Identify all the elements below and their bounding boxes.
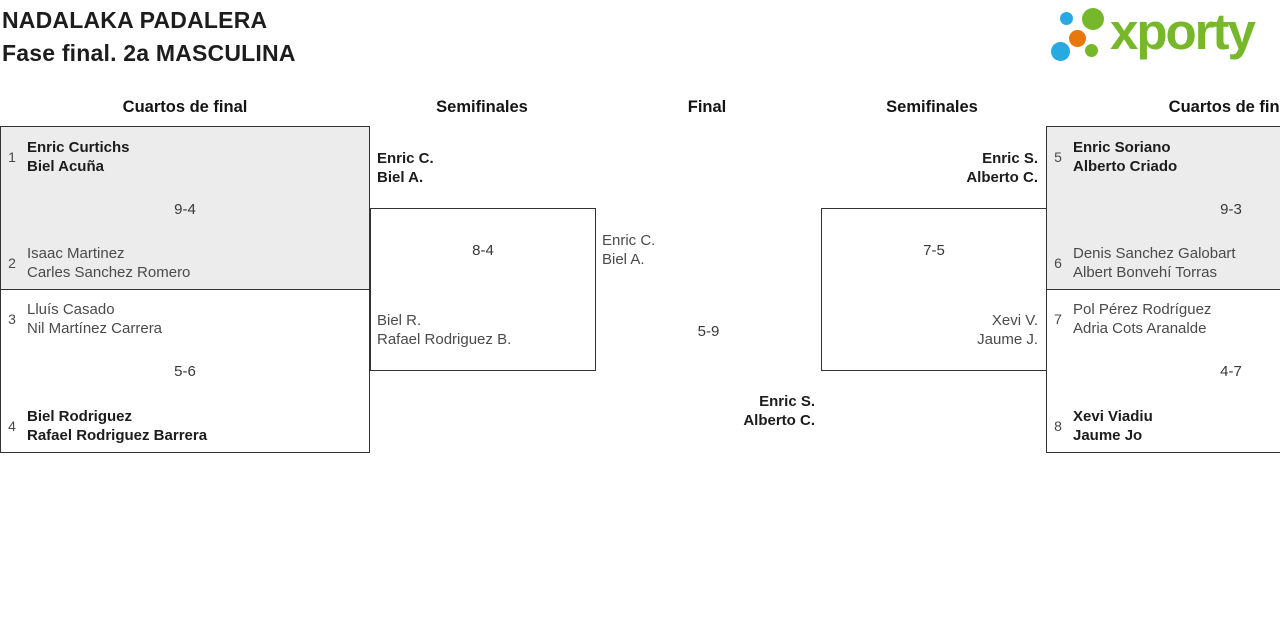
team-qf-left-top-seed1: 1 Enric Curtichs Biel Acuña bbox=[6, 138, 130, 176]
player-name: Alberto C. bbox=[743, 412, 815, 429]
team-qf-left-top-seed2: 2 Isaac Martinez Carles Sanchez Romero bbox=[6, 244, 190, 282]
player-name: Jaume J. bbox=[977, 331, 1038, 348]
score-sf-right: 7-5 bbox=[923, 242, 945, 259]
team-sf-right-top: Enric S. Alberto C. bbox=[966, 149, 1038, 187]
player-name: Adria Cots Aranalde bbox=[1073, 320, 1207, 337]
player-name: Alberto Criado bbox=[1073, 158, 1178, 175]
round-header-final: Final bbox=[687, 98, 727, 116]
player-name: Rafael Rodriguez B. bbox=[377, 331, 512, 348]
player-name: Rafael Rodriguez Barrera bbox=[27, 427, 208, 444]
team-qf-right-bottom-seed7: 7 Pol Pérez Rodríguez Adria Cots Aranald… bbox=[1052, 300, 1211, 338]
logo-dot-blue-big-icon bbox=[1051, 42, 1070, 61]
player-name: Enric S. bbox=[759, 393, 815, 410]
seed-number: 8 bbox=[1054, 418, 1062, 434]
team-final-right-champion: Enric S. Alberto C. bbox=[743, 392, 815, 430]
match-box-qf-left-top[interactable] bbox=[0, 126, 370, 290]
seed-number: 5 bbox=[1054, 149, 1062, 165]
seed-number: 3 bbox=[8, 311, 16, 327]
logo-dot-green-big-icon bbox=[1082, 8, 1104, 30]
player-name: Lluís Casado bbox=[27, 301, 115, 318]
team-sf-right-bottom: Xevi V. Jaume J. bbox=[977, 311, 1038, 349]
team-qf-left-bottom-seed4: 4 Biel Rodriguez Rafael Rodriguez Barrer… bbox=[6, 407, 207, 445]
round-header-quarterfinals-left: Cuartos de final bbox=[122, 98, 248, 116]
match-box-qf-right-bottom[interactable] bbox=[1046, 290, 1280, 453]
player-name: Pol Pérez Rodríguez bbox=[1073, 301, 1212, 318]
player-name: Albert Bonvehí Torras bbox=[1073, 264, 1217, 281]
team-qf-right-bottom-seed8: 8 Xevi Viadiu Jaume Jo bbox=[1052, 407, 1153, 445]
team-sf-left-bottom: Biel R. Rafael Rodriguez B. bbox=[377, 311, 511, 349]
title-block: NADALAKA PADALERA Fase final. 2a MASCULI… bbox=[2, 4, 296, 70]
round-header-semifinals-left: Semifinales bbox=[436, 98, 528, 116]
round-header-semifinals-right: Semifinales bbox=[886, 98, 978, 116]
player-name: Enric S. bbox=[982, 150, 1038, 167]
tournament-subtitle: Fase final. 2a MASCULINA bbox=[2, 40, 296, 66]
score-qf-right-top: 9-3 bbox=[1220, 201, 1242, 218]
match-box-qf-left-bottom[interactable] bbox=[0, 290, 370, 453]
player-name: Enric C. bbox=[377, 150, 434, 167]
player-name: Biel Acuña bbox=[27, 158, 104, 175]
seed-number: 1 bbox=[8, 149, 16, 165]
seed-number: 4 bbox=[8, 418, 16, 434]
score-final: 5-9 bbox=[697, 323, 720, 340]
match-box-sf-right[interactable] bbox=[821, 208, 1047, 371]
player-name: Xevi Viadiu bbox=[1073, 408, 1153, 425]
match-box-qf-right-top[interactable] bbox=[1046, 126, 1280, 290]
player-name: Biel A. bbox=[602, 251, 645, 268]
player-name: Biel Rodriguez bbox=[27, 408, 133, 425]
logo-dot-green-small-icon bbox=[1085, 44, 1098, 57]
logo-dot-blue-small-icon bbox=[1060, 12, 1073, 25]
team-final-left: Enric C. Biel A. bbox=[602, 231, 655, 269]
player-name: Enric C. bbox=[602, 232, 656, 249]
player-name: Carles Sanchez Romero bbox=[27, 264, 191, 281]
logo-dot-orange-icon bbox=[1069, 30, 1086, 47]
player-name: Alberto C. bbox=[966, 169, 1038, 186]
seed-number: 2 bbox=[8, 255, 16, 271]
player-name: Biel R. bbox=[377, 312, 422, 329]
player-name: Xevi V. bbox=[991, 312, 1038, 329]
team-qf-right-top-seed5: 5 Enric Soriano Alberto Criado bbox=[1052, 138, 1177, 176]
player-name: Jaume Jo bbox=[1073, 427, 1143, 444]
score-qf-left-top: 9-4 bbox=[174, 201, 196, 218]
tournament-title: NADALAKA PADALERA bbox=[2, 7, 268, 33]
player-name: Nil Martínez Carrera bbox=[27, 320, 163, 337]
round-header-quarterfinals-right: Cuartos de final bbox=[1168, 98, 1280, 116]
player-name: Denis Sanchez Galobart bbox=[1073, 245, 1236, 262]
seed-number: 6 bbox=[1054, 255, 1062, 271]
player-name: Biel A. bbox=[377, 169, 424, 186]
logo-wordmark: xporty bbox=[1110, 3, 1256, 60]
team-sf-left-top: Enric C. Biel A. bbox=[377, 149, 434, 187]
player-name: Isaac Martinez bbox=[27, 245, 125, 262]
score-qf-right-bottom: 4-7 bbox=[1220, 363, 1242, 380]
player-name: Enric Curtichs bbox=[27, 139, 130, 156]
match-box-sf-left[interactable] bbox=[370, 208, 596, 371]
xporty-logo[interactable]: xporty bbox=[1050, 3, 1280, 71]
team-qf-right-top-seed6: 6 Denis Sanchez Galobart Albert Bonvehí … bbox=[1052, 244, 1236, 282]
score-qf-left-bottom: 5-6 bbox=[174, 363, 196, 380]
team-qf-left-bottom-seed3: 3 Lluís Casado Nil Martínez Carrera bbox=[6, 300, 162, 338]
seed-number: 7 bbox=[1054, 311, 1062, 327]
score-sf-left: 8-4 bbox=[472, 242, 494, 259]
player-name: Enric Soriano bbox=[1073, 139, 1171, 156]
